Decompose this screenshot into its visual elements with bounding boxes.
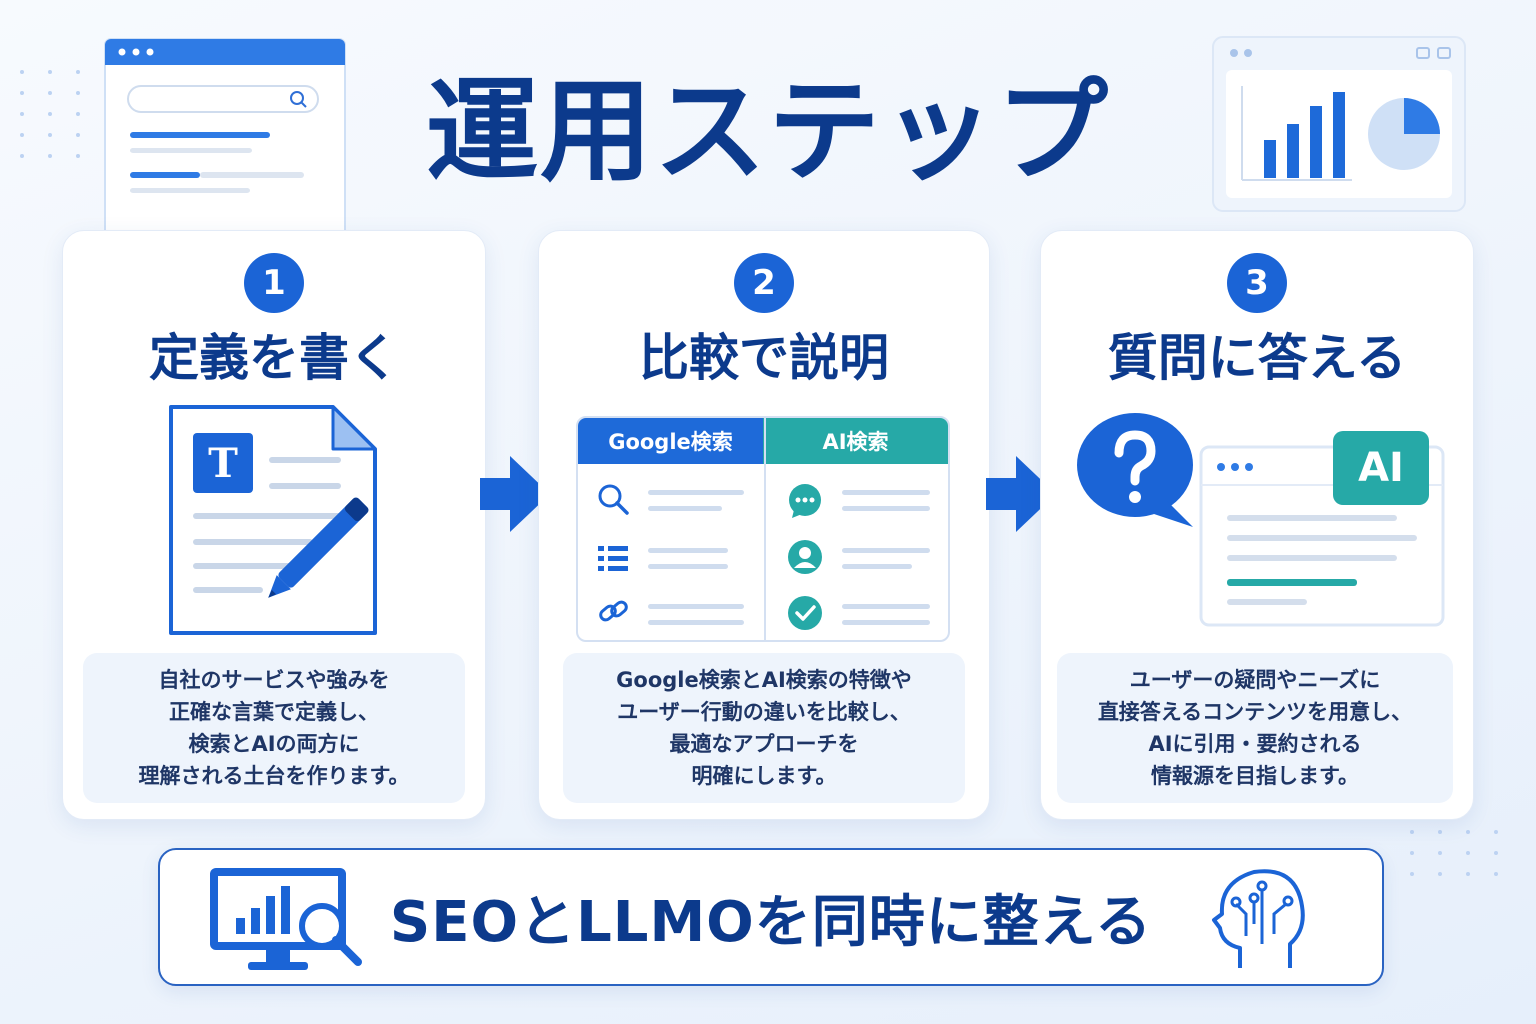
step-card-1: 1 定義を書く T 自社のサービスや強みを 正確な言葉で定義し、 検索とAIの両… bbox=[62, 230, 486, 820]
step-number-1: 1 bbox=[244, 253, 304, 313]
step-description-3: ユーザーの疑問やニーズに 直接答えるコンテンツを用意し、 AIに引用・要約される… bbox=[1057, 653, 1453, 803]
ai-head-icon bbox=[1210, 864, 1310, 974]
step-title-1: 定義を書く bbox=[149, 329, 399, 387]
question-bubble-icon bbox=[1075, 411, 1205, 529]
document-edit-icon: T bbox=[167, 403, 407, 643]
comparison-table-icon: Google検索 AI検索 bbox=[576, 416, 950, 642]
monitor-analytics-icon bbox=[208, 866, 368, 976]
compare-ai-label: AI検索 bbox=[763, 418, 948, 464]
step-number-3: 3 bbox=[1227, 253, 1287, 313]
ai-badge: AI bbox=[1333, 431, 1429, 505]
bottom-banner-text: SEOとLLMOを同時に整える bbox=[389, 889, 1153, 955]
doc-letter: T bbox=[208, 439, 238, 487]
step-title-3: 質問に答える bbox=[1107, 329, 1407, 387]
browser-search-icon bbox=[104, 38, 346, 238]
compare-google-label: Google検索 bbox=[578, 418, 763, 464]
step-title-2: 比較で説明 bbox=[639, 329, 889, 387]
arrow-right-icon bbox=[480, 456, 550, 536]
dashboard-chart-icon bbox=[1212, 36, 1466, 212]
list-icon bbox=[598, 546, 628, 571]
link-icon bbox=[599, 600, 628, 622]
bottom-banner: SEOとLLMOを同時に整える bbox=[158, 848, 1384, 986]
user-icon bbox=[788, 540, 822, 574]
decorative-dots-right bbox=[1410, 830, 1504, 876]
check-icon bbox=[788, 596, 822, 630]
step-card-3: 3 質問に答える AI ユーザーの疑問やニーズに 直接答えるコンテンツを用意し、… bbox=[1040, 230, 1474, 820]
step-card-2: 2 比較で説明 Google検索 AI検索 bbox=[538, 230, 990, 820]
step-number-2: 2 bbox=[734, 253, 794, 313]
chat-bubble-icon bbox=[789, 484, 821, 518]
step-description-1: 自社のサービスや強みを 正確な言葉で定義し、 検索とAIの両方に 理解される土台… bbox=[83, 653, 465, 803]
arrow-right-icon bbox=[986, 456, 1056, 536]
page-title: 運用ステップ bbox=[426, 67, 1110, 197]
step-description-2: Google検索とAI検索の特徴や ユーザー行動の違いを比較し、 最適なアプロー… bbox=[563, 653, 965, 803]
search-icon bbox=[598, 484, 629, 515]
